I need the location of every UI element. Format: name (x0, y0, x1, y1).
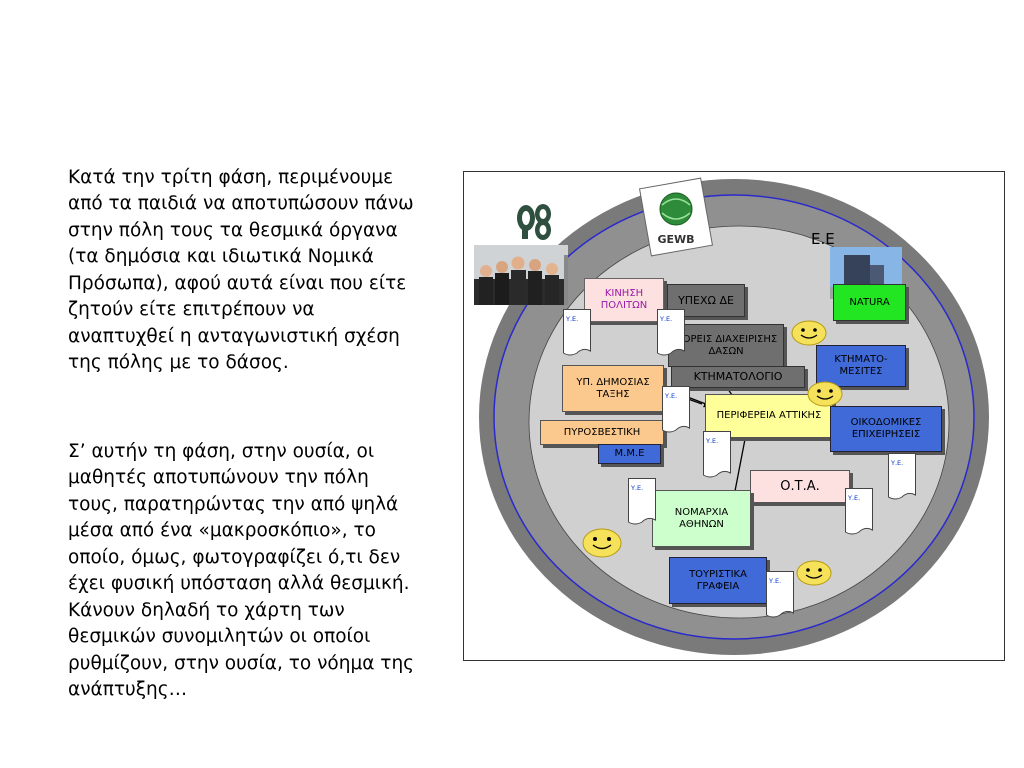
document-icon: Υ.Ε. (657, 309, 685, 357)
box-ktimatologio: ΚΤΗΜΑΤΟΛΟΓΙΟ (671, 366, 805, 388)
institutional-map-diagram: GEWB Ε.Ε ΚΙΝΗΣΗ ΠΟΛΙΤΩΝ ΥΠΕΧΩ ΔΕ NATURA … (463, 171, 1005, 661)
box-mme: Μ.Μ.Ε (598, 444, 661, 464)
smiley-icon (796, 560, 832, 586)
document-icon: Υ.Ε. (888, 453, 916, 501)
ee-label: Ε.Ε (811, 230, 835, 248)
document-icon: Υ.Ε. (766, 571, 794, 619)
smiley-icon (807, 381, 843, 407)
box-ktimatomesites: ΚΤΗΜΑΤΟ-ΜΕΣΙΤΕΣ (816, 345, 906, 387)
box-foreis-diaxeirisis-dason: ΦΟΡΕΙΣ ΔΙΑΧΕΙΡΙΣΗΣ ΔΑΣΩΝ (668, 324, 784, 367)
document-icon: Υ.Ε. (845, 488, 873, 536)
box-natura: NATURA (833, 284, 906, 321)
g8-leaders-photo (474, 245, 568, 305)
gewb-logo-text: GEWB (657, 233, 694, 246)
box-yp-dimosias-taxis: ΥΠ. ΔΗΜΟΣΙΑΣ ΤΑΞΗΣ (562, 365, 664, 412)
smiley-icon (582, 528, 622, 558)
document-icon: Υ.Ε. (563, 309, 591, 357)
g8-logo (517, 204, 551, 240)
intro-paragraph: Κατά την τρίτη φάση, περιμένουμε από τα … (68, 166, 414, 374)
smiley-icon (791, 320, 827, 346)
box-oikodomikes-epixeiriseis: ΟΙΚΟΔΟΜΙΚΕΣ ΕΠΙΧΕΙΡΗΣΕΙΣ (830, 406, 942, 452)
gewb-logo: GEWB (638, 177, 714, 257)
box-pyrosvestiki: ΠΥΡΟΣΒΕΣΤΙΚΗ (540, 420, 664, 445)
document-icon: Υ.Ε. (628, 478, 656, 526)
box-kinisi-politon: ΚΙΝΗΣΗ ΠΟΛΙΤΩΝ (584, 278, 664, 322)
box-nomarxia-athinon: ΝΟΜΑΡΧΙΑ ΑΘΗΝΩΝ (652, 490, 751, 547)
box-touristika-grafeia: ΤΟΥΡΙΣΤΙΚΑ ΓΡΑΦΕΙΑ (669, 557, 767, 604)
document-icon: Υ.Ε. (662, 386, 690, 434)
box-ota: Ο.Τ.Α. (750, 470, 850, 503)
explanation-paragraph: Σ’ αυτήν τη φάση, στην ουσία, οι μαθητές… (68, 440, 415, 701)
document-icon: Υ.Ε. (703, 431, 731, 479)
